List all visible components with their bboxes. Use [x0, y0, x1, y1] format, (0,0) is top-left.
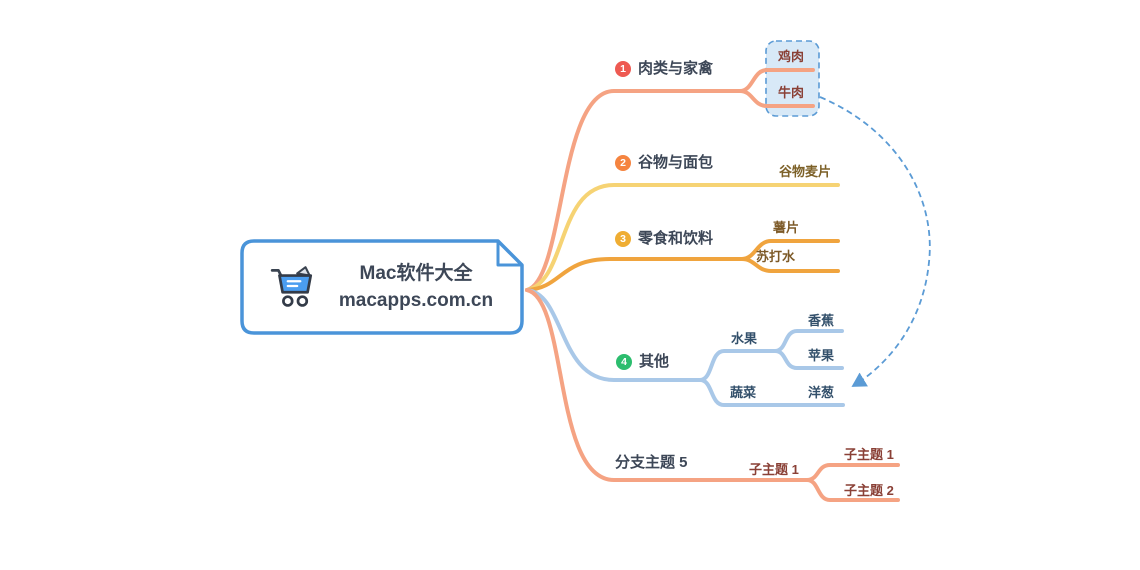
- topic-fruit[interactable]: 水果: [731, 331, 758, 346]
- topic-banana[interactable]: 香蕉: [808, 313, 835, 328]
- branch3-line: [525, 257, 744, 292]
- topic-cereal[interactable]: 谷物麦片: [779, 164, 832, 179]
- topic-meat-poultry-label: 肉类与家禽: [638, 60, 714, 77]
- central-title-line2: macapps.com.cn: [338, 290, 494, 311]
- topic-grains-bread[interactable]: 2 谷物与面包: [615, 154, 713, 171]
- topic-onion[interactable]: 洋葱: [808, 385, 835, 400]
- topic-branch5-label: 分支主题 5: [615, 454, 688, 471]
- topic-subtopic1-mid[interactable]: 子主题 1: [749, 462, 799, 477]
- topic-other-label: 其他: [639, 353, 670, 370]
- topic-meat-poultry[interactable]: 1 肉类与家禽: [615, 60, 713, 77]
- central-topic-title: Mac软件大全 macapps.com.cn: [332, 260, 514, 314]
- branch5-sub2-line: [805, 478, 900, 502]
- topic-chips[interactable]: 薯片: [773, 220, 800, 235]
- group-boundary-box[interactable]: [765, 40, 820, 117]
- topic-subtopic1[interactable]: 子主题 1: [844, 447, 894, 462]
- badge-3-icon: 3: [615, 230, 631, 247]
- topic-branch5[interactable]: 分支主题 5: [615, 454, 688, 471]
- branch3-soda-line: [740, 257, 840, 273]
- badge-1-icon: 1: [615, 60, 631, 77]
- central-node-fold: [496, 241, 522, 267]
- branch2-line: [525, 183, 840, 292]
- branch5-line: [525, 288, 809, 482]
- branch1-beef-line: [738, 89, 815, 108]
- branch4-line: [525, 288, 702, 382]
- central-title-line1: Mac软件大全: [359, 263, 473, 284]
- topic-vegetable[interactable]: 蔬菜: [730, 385, 757, 400]
- relationship-arrow[interactable]: [819, 96, 931, 387]
- branch1-line: [525, 89, 742, 292]
- topic-chicken[interactable]: 鸡肉: [778, 49, 805, 64]
- branch4-vegetable-line: [698, 378, 845, 407]
- shopping-cart-icon: [270, 266, 313, 307]
- branch4-apple-line: [773, 349, 844, 370]
- topic-snacks-drinks-label: 零食和饮料: [638, 230, 714, 247]
- central-topic[interactable]: Mac软件大全 macapps.com.cn: [252, 247, 514, 327]
- badge-2-icon: 2: [615, 154, 631, 171]
- topic-other[interactable]: 4 其他: [616, 353, 669, 370]
- topic-apple[interactable]: 苹果: [808, 348, 835, 363]
- branch4-fruit-line: [698, 349, 777, 382]
- topic-beef[interactable]: 牛肉: [778, 85, 805, 100]
- topic-snacks-drinks[interactable]: 3 零食和饮料: [615, 230, 713, 247]
- badge-4-icon: 4: [616, 353, 632, 370]
- branch5-sub1-line: [805, 463, 900, 482]
- topic-grains-bread-label: 谷物与面包: [638, 154, 714, 171]
- central-node-shape[interactable]: [240, 239, 524, 335]
- topic-subtopic2[interactable]: 子主题 2: [844, 483, 894, 498]
- topic-soda[interactable]: 苏打水: [756, 249, 796, 264]
